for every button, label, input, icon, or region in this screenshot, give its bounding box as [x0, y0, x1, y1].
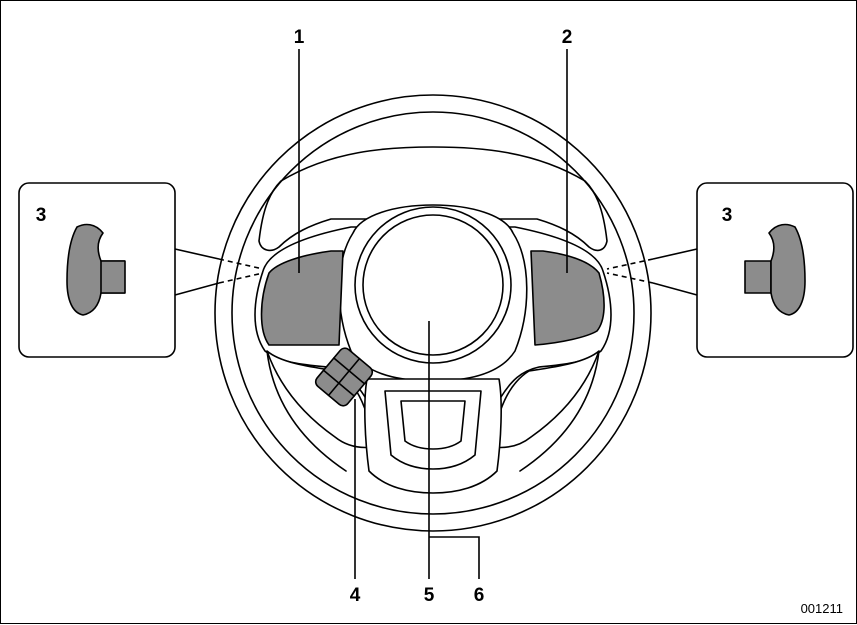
lower-left-switch	[314, 347, 374, 407]
lower-left-contour	[266, 350, 347, 472]
figure-id: 001211	[801, 601, 843, 616]
left-inset-leader-top	[174, 248, 220, 260]
right-paddle-stem	[744, 260, 772, 294]
callout-2: 2	[562, 27, 573, 48]
upper-grip-contour	[258, 146, 608, 252]
left-inset-dash-bottom	[218, 272, 264, 284]
wheel-rim-outer	[214, 94, 652, 532]
left-inset-dash-top	[218, 258, 264, 270]
lower-center-inset	[400, 400, 466, 450]
callout-3-right: 3	[722, 205, 733, 226]
wheel-rim-inner	[231, 111, 635, 515]
left-paddle-inset	[18, 182, 264, 358]
left-switch-panel	[260, 250, 344, 346]
airbag-cover-inner	[362, 214, 504, 356]
callout-6: 6	[474, 585, 485, 606]
right-inset-leader-top	[652, 248, 698, 260]
lower-right-contour	[519, 350, 600, 472]
lower-center-inner	[384, 390, 482, 470]
airbag-cover-outer	[354, 206, 512, 364]
right-inset-dash-bottom	[606, 272, 654, 284]
right-switch-panel	[530, 250, 605, 346]
left-paddle-stem	[100, 260, 126, 294]
callout-1: 1	[294, 27, 305, 48]
steering-wheel	[214, 94, 652, 532]
right-inset-dash-top	[606, 258, 654, 270]
right-paddle-shape	[768, 223, 806, 316]
right-paddle-inset	[606, 182, 854, 358]
callout-4: 4	[350, 585, 361, 606]
callout-3-left: 3	[36, 205, 47, 226]
left-inset-leader-bottom	[174, 282, 220, 296]
callout-5: 5	[424, 585, 435, 606]
lower-center-spoke	[364, 378, 502, 494]
right-inset-leader-bottom	[652, 282, 698, 296]
leader-6	[429, 536, 480, 579]
